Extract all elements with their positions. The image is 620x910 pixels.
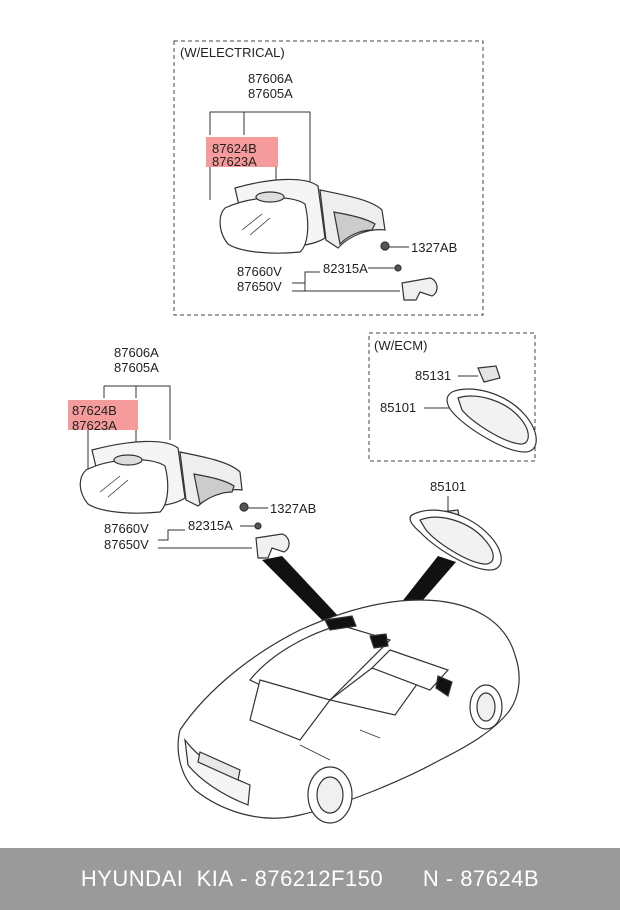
footer-bar: HYUNDAI KIA - 876212F150 N - 87624B	[0, 848, 620, 910]
part-label-82315A-manual[interactable]: 82315A	[188, 518, 233, 533]
highlight-87624B-electrical	[206, 137, 278, 167]
footer-ref-prefix: N	[422, 866, 440, 891]
part-label-87606A-electrical[interactable]: 87606A	[248, 71, 293, 86]
ecm-box-label: (W/ECM)	[374, 338, 427, 353]
car-drawing	[177, 599, 520, 824]
part-label-87660V-electrical[interactable]: 87660V	[237, 264, 282, 279]
inside-mirror-drawing	[409, 509, 502, 571]
part-label-87605A-electrical[interactable]: 87605A	[248, 86, 293, 101]
footer-brand: HYUNDAI KIA	[80, 866, 234, 891]
footer-sep-2: -	[439, 866, 461, 891]
electrical-variant-group: (W/ELECTRICAL) 87606A 87605A 87624B 8762…	[173, 40, 484, 316]
part-label-85101-ecm[interactable]: 85101	[380, 400, 416, 415]
footer-gap	[383, 866, 423, 892]
footer-ref-code: 87624B	[460, 866, 540, 891]
part-label-87624B-electrical[interactable]: 87624B	[212, 141, 257, 156]
footer-sep-1: -	[233, 866, 255, 891]
pointer-wedge-outside	[262, 556, 340, 622]
part-label-85101-inside[interactable]: 85101	[430, 479, 466, 494]
highlight-87624B-manual	[68, 400, 138, 430]
footer-part-number: 876212F150	[254, 866, 384, 891]
part-label-1327AB-electrical[interactable]: 1327AB	[411, 240, 457, 255]
part-label-87660V-manual[interactable]: 87660V	[104, 521, 149, 536]
part-label-87623A-manual[interactable]: 87623A	[72, 418, 117, 433]
part-label-87650V-manual[interactable]: 87650V	[104, 537, 149, 552]
part-label-85131[interactable]: 85131	[415, 368, 451, 383]
electrical-mirror-drawing	[219, 178, 438, 301]
electrical-box-border	[173, 40, 484, 316]
part-label-87650V-electrical[interactable]: 87650V	[237, 279, 282, 294]
ecm-mirror-drawing	[446, 365, 537, 453]
ecm-leader-lines	[424, 375, 478, 409]
part-label-1327AB-manual[interactable]: 1327AB	[270, 501, 316, 516]
parts-diagram: (W/ELECTRICAL) 87606A 87605A 87624B 8762…	[68, 40, 537, 824]
manual-variant-group: 87606A 87605A 87624B 87623A 1327AB 87660…	[68, 345, 316, 559]
part-label-87623A-electrical[interactable]: 87623A	[212, 154, 257, 169]
manual-mirror-drawing	[79, 440, 290, 559]
part-label-87624B-manual[interactable]: 87624B	[72, 403, 117, 418]
part-label-82315A-electrical[interactable]: 82315A	[323, 261, 368, 276]
inside-mirror-group: 85101	[409, 479, 502, 571]
electrical-leader-lines	[209, 111, 409, 292]
ecm-variant-group: (W/ECM) 85131 85101	[368, 332, 537, 462]
part-label-87605A-manual[interactable]: 87605A	[114, 360, 159, 375]
electrical-box-label: (W/ELECTRICAL)	[180, 45, 285, 60]
part-label-87606A-manual[interactable]: 87606A	[114, 345, 159, 360]
